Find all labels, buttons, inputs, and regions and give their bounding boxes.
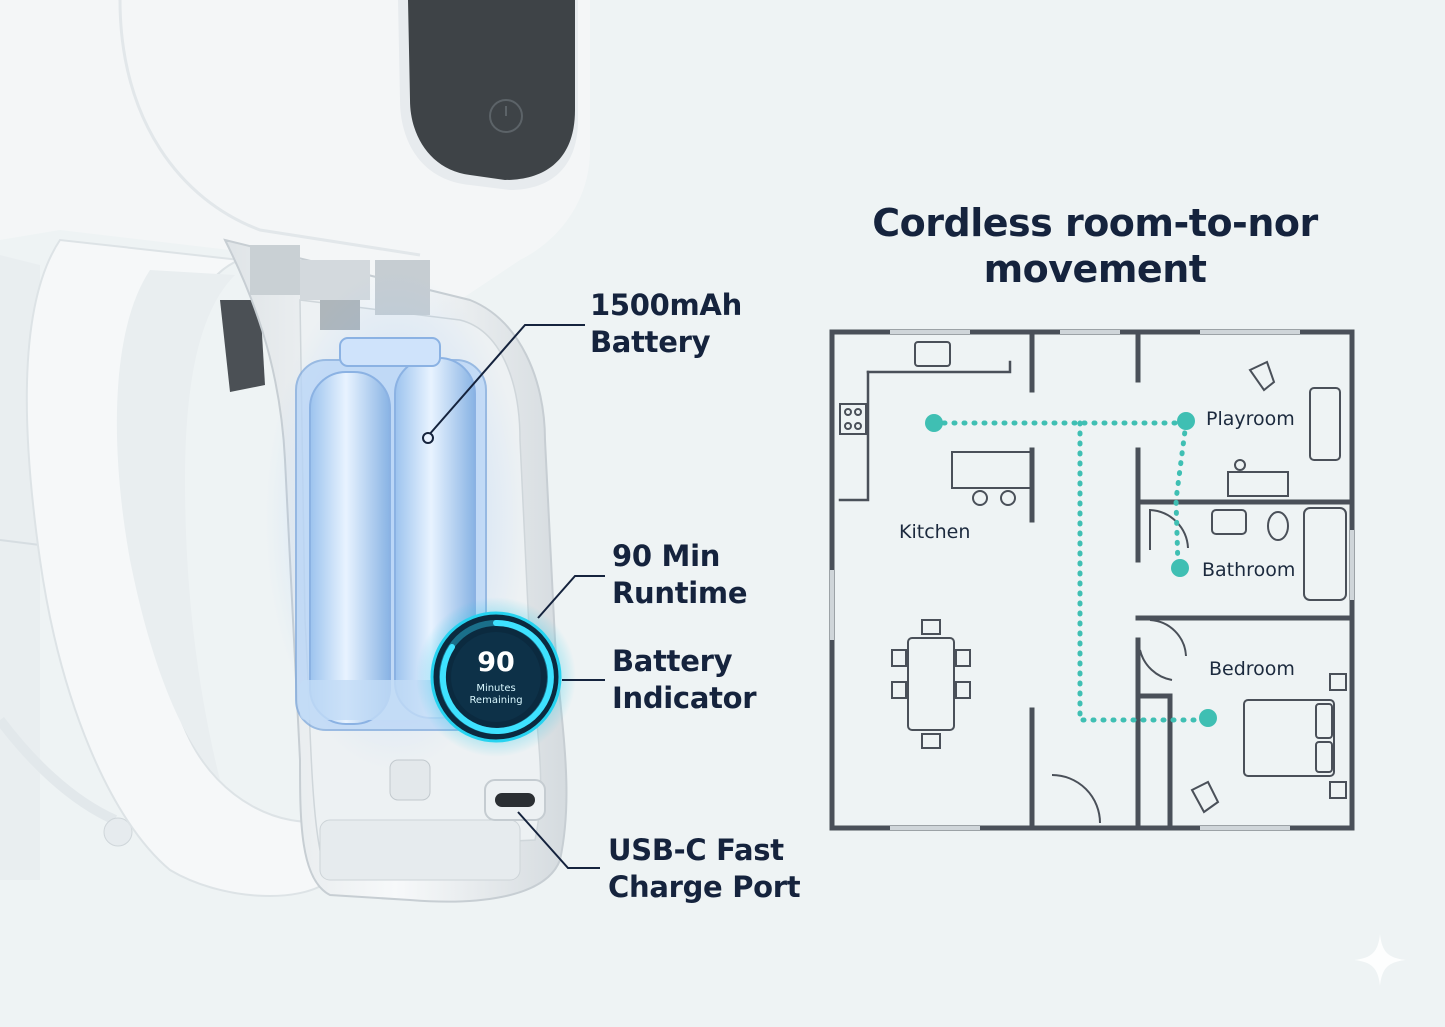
callout-runtime-line2: Runtime	[612, 576, 748, 610]
callout-runtime: 90 Min Runtime	[612, 538, 748, 612]
room-bathroom-label: Bathroom	[1202, 559, 1296, 581]
page-title: Cordless room-to-nor movement	[820, 200, 1370, 292]
room-kitchen-label: Kitchen	[899, 521, 971, 543]
callout-indicator: Battery Indicator	[612, 643, 757, 717]
callout-runtime-line1: 90 Min	[612, 539, 721, 573]
room-bedroom-label: Bedroom	[1209, 658, 1295, 680]
callout-port: USB-C Fast Charge Port	[608, 832, 801, 906]
callout-battery: 1500mAh Battery	[590, 287, 742, 361]
room-playroom-label: Playroom	[1206, 408, 1295, 430]
indicator-label-line2: Remaining	[469, 695, 523, 706]
power-icon	[489, 99, 523, 133]
callout-battery-line1: 1500mAh	[590, 288, 742, 322]
callout-port-line1: USB-C Fast	[608, 833, 784, 867]
callout-indicator-line1: Battery	[612, 644, 733, 678]
callout-port-line2: Charge Port	[608, 870, 801, 904]
page-title-line2: movement	[983, 247, 1207, 291]
page-title-line1: Cordless room-to-nor	[872, 201, 1318, 245]
floor-plan	[829, 329, 1355, 831]
callout-indicator-line2: Indicator	[612, 681, 757, 715]
indicator-label: Minutes Remaining	[446, 683, 546, 707]
vacuum-illustration	[0, 0, 605, 903]
sparkle-icon	[1354, 934, 1406, 986]
indicator-label-line1: Minutes	[476, 683, 516, 694]
indicator-value: 90	[477, 647, 515, 678]
callout-battery-line2: Battery	[590, 325, 711, 359]
